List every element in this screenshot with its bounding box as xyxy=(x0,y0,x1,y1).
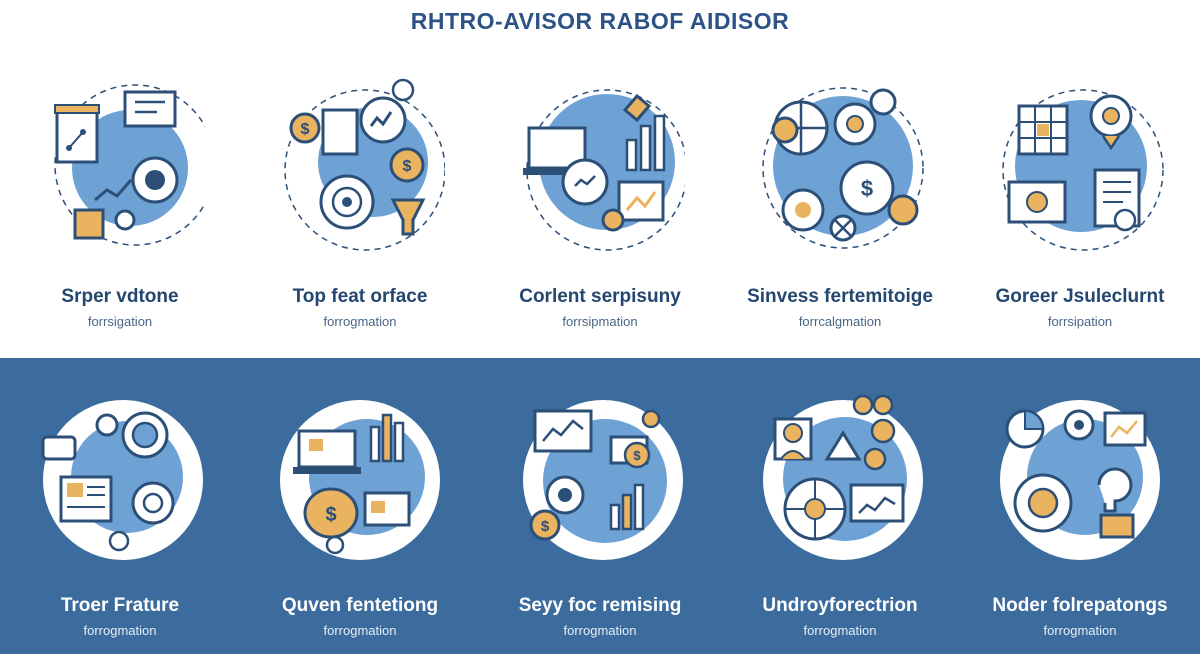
feature-title: Corlent serpisuny xyxy=(519,286,681,307)
feature-subtitle: forrsipmation xyxy=(562,314,638,329)
feature-title: Undroyforectrion xyxy=(762,595,918,616)
feature-card: $ Quven fentetiong forrogmation xyxy=(240,385,480,638)
page-title: RHTRO-AVISOR RABOF AIDISOR xyxy=(410,8,790,34)
person-icon xyxy=(755,385,925,565)
svg-text:$: $ xyxy=(301,121,310,138)
feature-card: Undroyforectrion forrogmation xyxy=(720,385,960,638)
feature-title: Quven fentetiong xyxy=(281,595,439,616)
svg-text:$: $ xyxy=(633,448,641,463)
feature-row-bottom: Troer Frature forrogmation $ xyxy=(0,385,1200,638)
feature-row-top: Srper vdtone forrsigation $ $ xyxy=(0,70,1200,329)
svg-text:$: $ xyxy=(325,504,336,526)
feature-subtitle: forrsipation xyxy=(1047,314,1113,329)
feature-subtitle: forrogmation xyxy=(323,314,397,329)
feature-title: Goreer Jsuleclurnt xyxy=(995,286,1165,307)
feature-subtitle: forrogmation xyxy=(803,623,877,638)
feature-title: Top feat orface xyxy=(292,286,428,307)
laptop-icon xyxy=(515,70,685,260)
flowchart-icon xyxy=(35,70,205,260)
svg-text:$: $ xyxy=(541,518,550,535)
feature-card: Corlent serpisuny forrsipmation xyxy=(480,70,720,329)
feature-title: Sinvess fertemitoige xyxy=(747,286,933,307)
feature-subtitle: forrogmation xyxy=(563,623,637,638)
laptop-icon: $ xyxy=(275,385,445,565)
feature-subtitle: forrogmation xyxy=(83,623,157,638)
feature-card: $ Sinvess fertemitoige forrcalgmation xyxy=(720,70,960,329)
feature-title: Srper vdtone xyxy=(61,286,179,307)
feature-card: Noder folrepatongs forrogmation xyxy=(960,385,1200,638)
speech-bubble-icon xyxy=(35,385,205,565)
feature-card: $ $ Seyy foc remising forrogmation xyxy=(480,385,720,638)
presentation-board-icon: $ $ xyxy=(515,385,685,565)
pie-chart-icon xyxy=(995,385,1165,565)
feature-card: $ $ Top feat orface forrogmation xyxy=(240,70,480,329)
feature-title: Troer Frature xyxy=(60,595,180,616)
feature-subtitle: forrsigation xyxy=(87,314,153,329)
feature-subtitle: forrogmation xyxy=(323,623,397,638)
ledger-icon: $ xyxy=(755,70,925,260)
feature-title: Seyy foc remising xyxy=(518,595,682,616)
feature-card: Srper vdtone forrsigation xyxy=(0,70,240,329)
feature-title: Noder folrepatongs xyxy=(992,595,1168,616)
grid-board-icon xyxy=(995,70,1165,260)
feature-subtitle: forrcalgmation xyxy=(798,314,882,329)
feature-card: Goreer Jsuleclurnt forrsipation xyxy=(960,70,1200,329)
feature-subtitle: forrogmation xyxy=(1043,623,1117,638)
svg-text:$: $ xyxy=(403,158,412,175)
dollar-coin-icon: $ $ xyxy=(275,70,445,260)
feature-card: Troer Frature forrogmation xyxy=(0,385,240,638)
svg-text:$: $ xyxy=(861,176,873,201)
